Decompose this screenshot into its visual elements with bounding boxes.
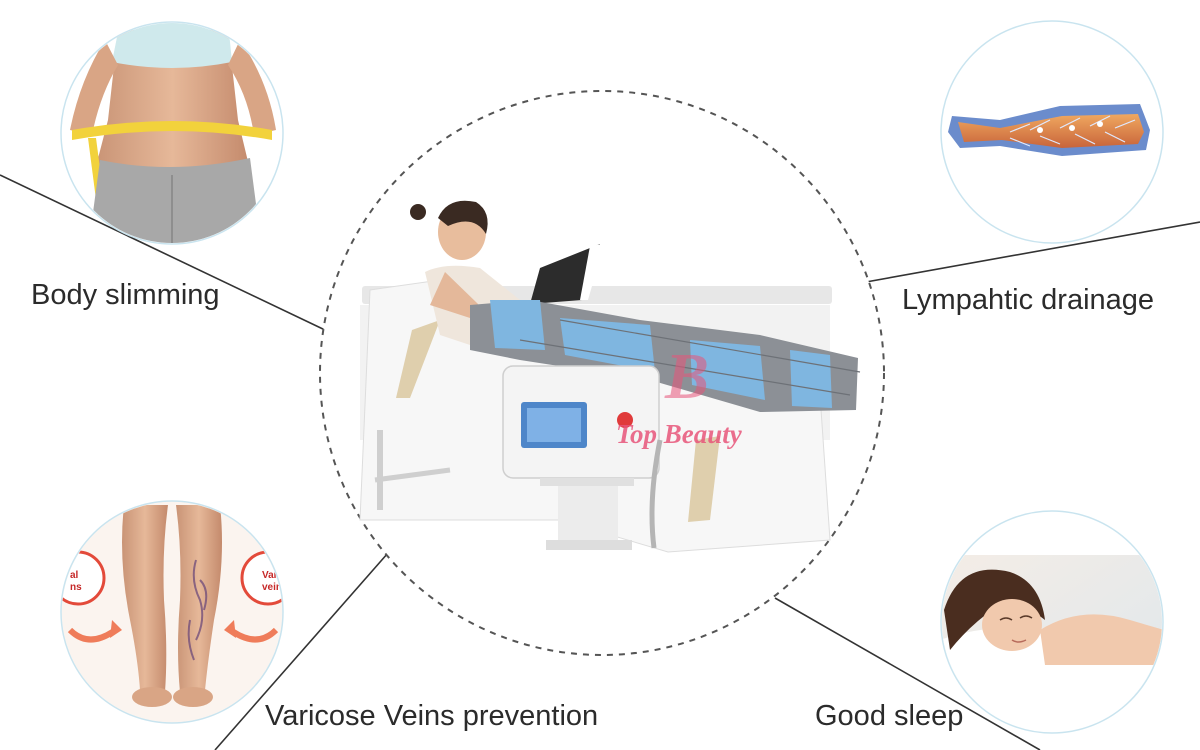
label-body-slimming: Body slimming xyxy=(31,279,220,311)
divider-line-top-right xyxy=(865,221,1200,283)
varicose-veins-image: al ns Vari vein xyxy=(60,500,284,724)
badge-right-text-1: Vari xyxy=(262,570,281,581)
badge-left-text-1: al xyxy=(70,570,79,581)
watermark-brand: Top Beauty xyxy=(616,419,743,449)
label-lymphatic-drainage: Lympahtic drainage xyxy=(902,284,1155,316)
good-sleep-image xyxy=(940,510,1164,734)
label-varicose-veins: Varicose Veins prevention xyxy=(265,700,599,732)
divider-line-top-left xyxy=(0,174,326,331)
badge-right-text-2: vein xyxy=(262,582,282,593)
divider-lines xyxy=(0,174,1200,750)
label-good-sleep: Good sleep xyxy=(815,700,964,732)
body-slimming-image xyxy=(60,21,284,245)
pressotherapy-device-scene: B Top Beauty xyxy=(359,200,861,553)
divider-line-bottom-right xyxy=(774,597,1041,750)
divider-line-bottom-left xyxy=(214,552,389,750)
lymphatic-drainage-image xyxy=(940,20,1164,244)
badge-left-text-2: ns xyxy=(70,582,82,593)
watermark-logo: B xyxy=(664,340,709,413)
